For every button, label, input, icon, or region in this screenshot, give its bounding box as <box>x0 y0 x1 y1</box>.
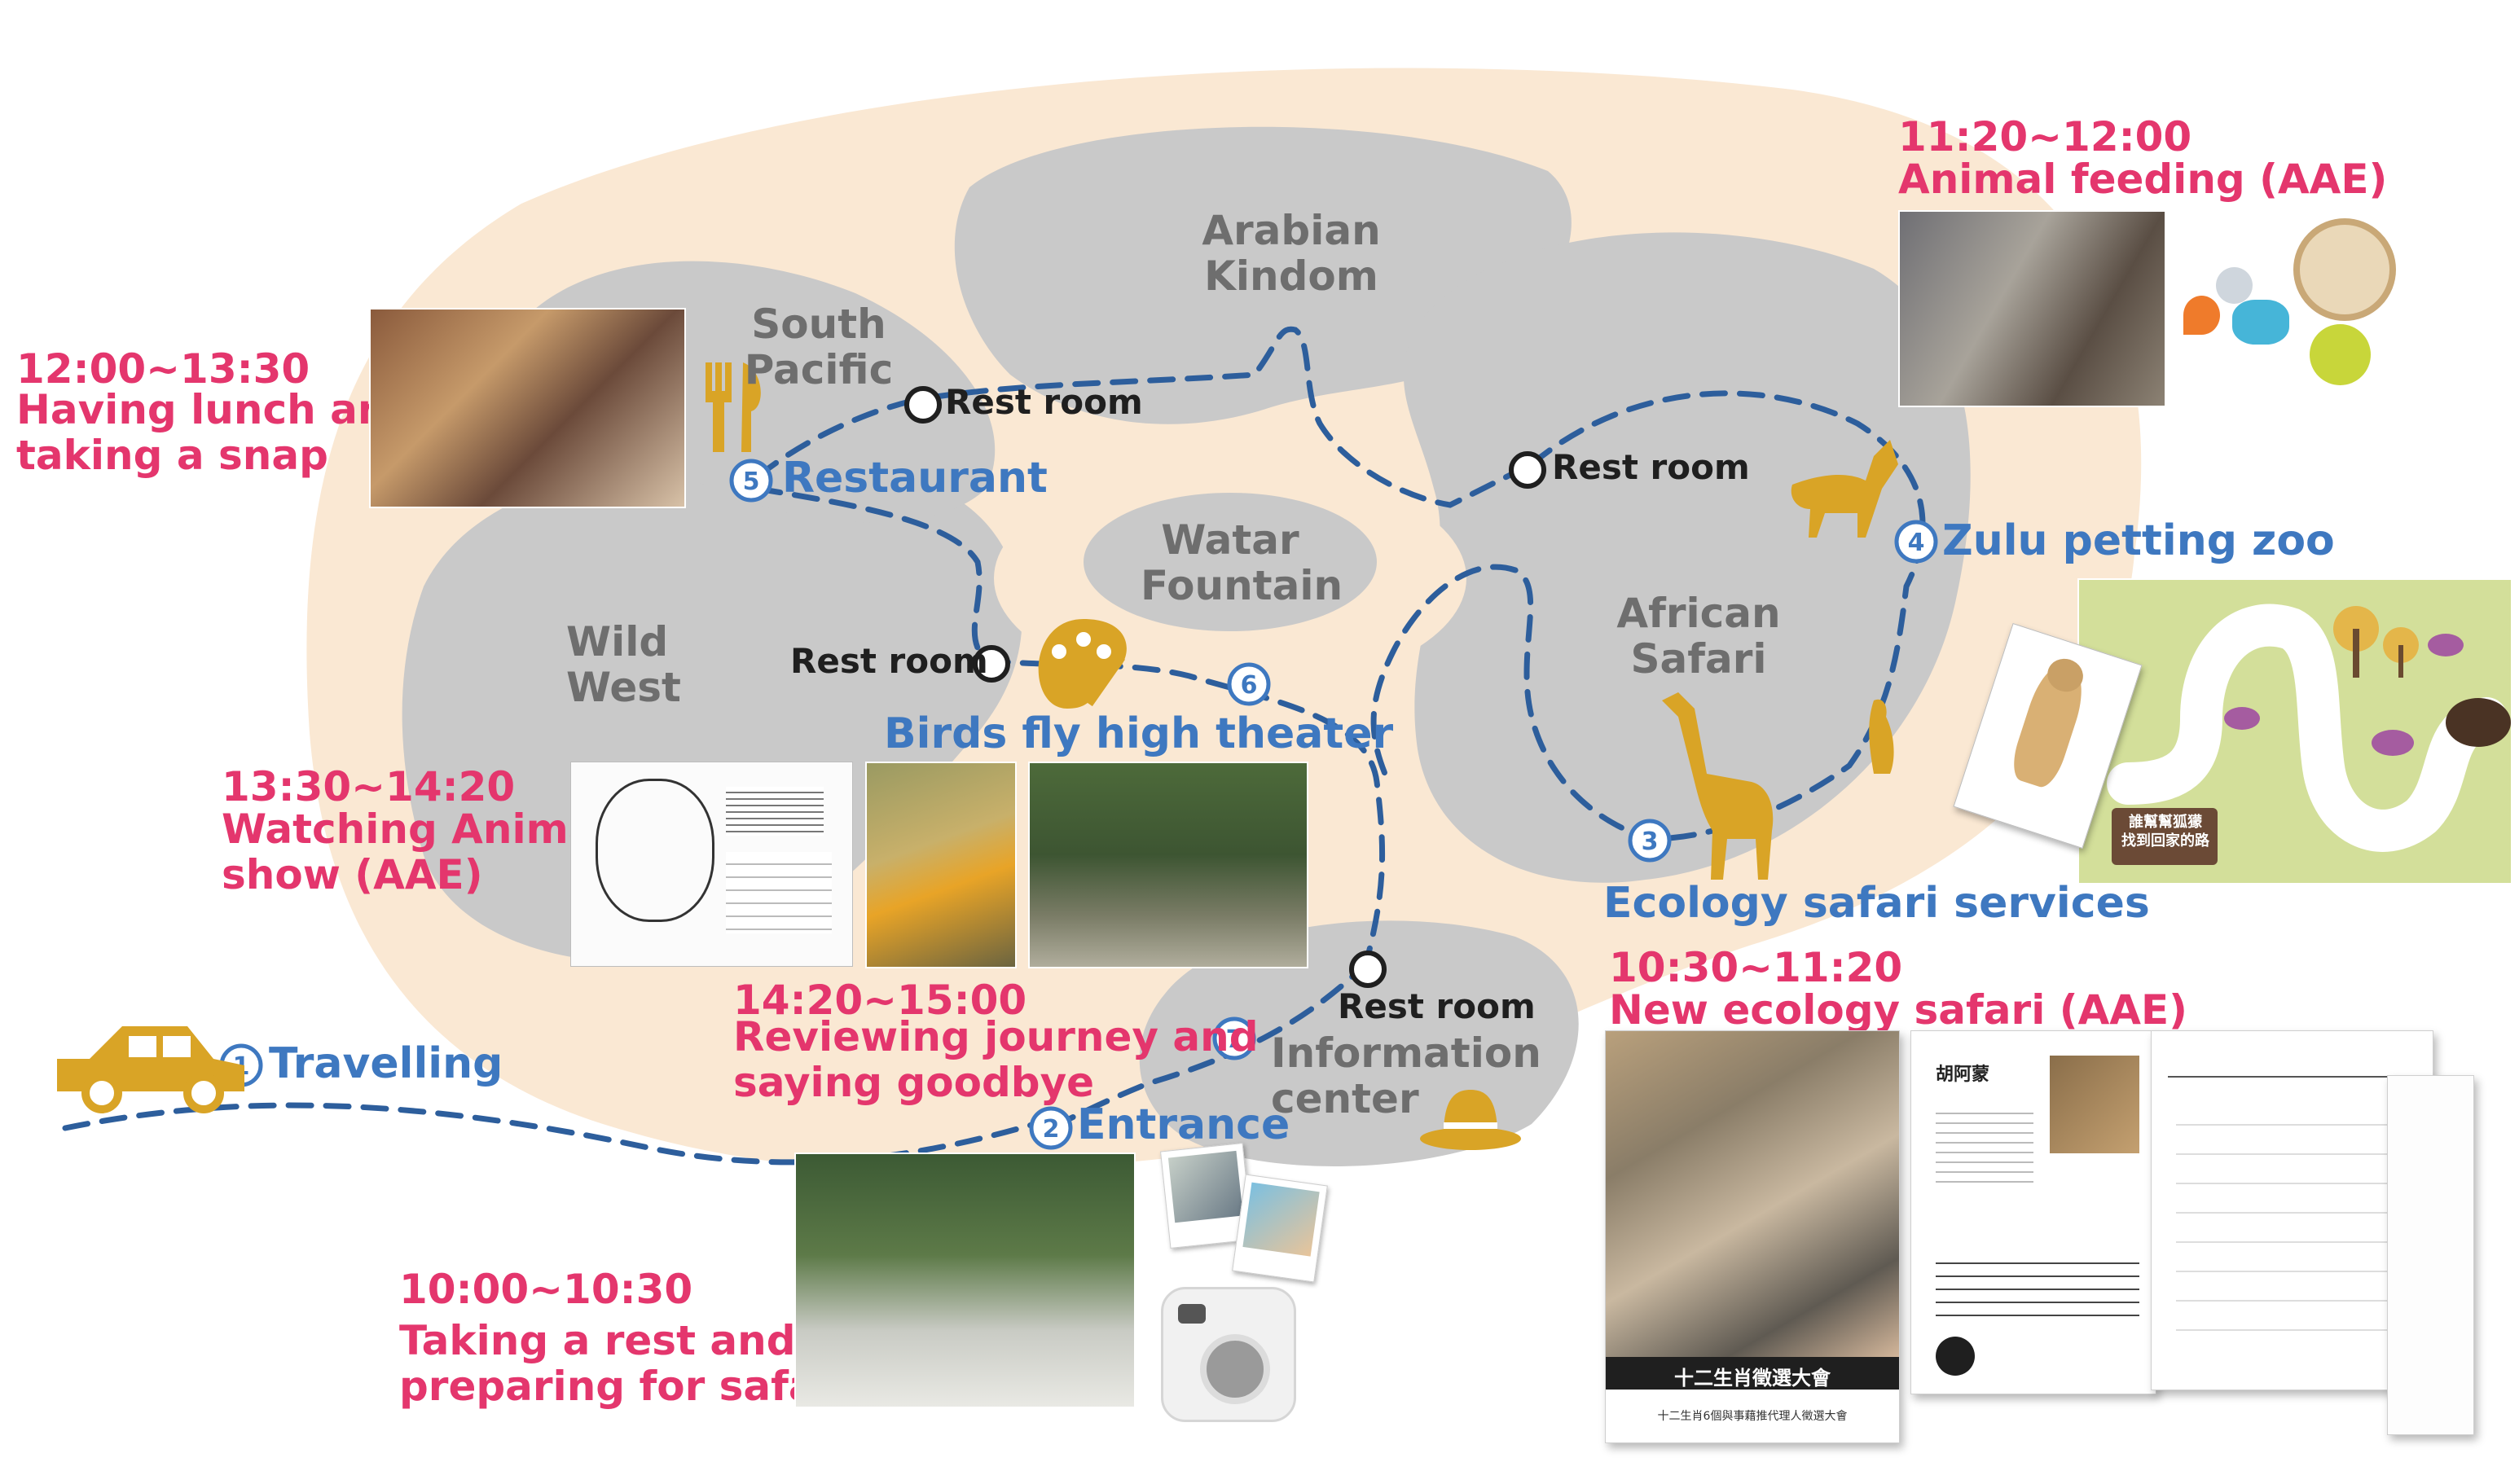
schedule-activity-5: Watching Animal show (AAE) <box>222 806 610 898</box>
game-board-sign: 誰幫幫狐獴 找到回家的路 <box>2121 814 2209 850</box>
camera-icon <box>1161 1287 1296 1422</box>
zone-african-safari-area <box>1403 232 1971 883</box>
schedule-activity-4: Having lunch and taking a snap <box>16 386 415 479</box>
rest-room-label: Rest room <box>790 641 988 681</box>
animal-worksheet <box>570 762 853 967</box>
stop-number: 5 <box>743 468 760 496</box>
schedule-time-5: 13:30~14:20 <box>222 763 516 810</box>
stop-marker-5: 5 <box>729 459 773 503</box>
stop-marker-3: 3 <box>1628 819 1672 863</box>
schedule-activity-3: Animal feeding (AAE) <box>1898 156 2388 203</box>
stop-marker-2: 2 <box>1029 1106 1073 1150</box>
zone-label-south-pacific: South Pacific <box>744 301 894 393</box>
stop-number: 6 <box>1241 671 1258 700</box>
lunch-photo <box>369 308 686 508</box>
booklet-title-band <box>1606 1357 1899 1390</box>
rest-room-markers <box>904 386 1546 988</box>
stop-marker-7: 7 <box>1212 1016 1256 1060</box>
rest-room-marker <box>904 386 942 424</box>
rest-room-marker <box>1349 951 1387 988</box>
stop-label-birds-theater: Birds fly high theater <box>884 709 1394 758</box>
worksheet-photo <box>2050 1056 2139 1153</box>
path-exit-segment <box>1048 958 1372 1131</box>
booklet-cover-title: 十二生肖徵選大會 <box>1674 1367 1831 1390</box>
horse-icon <box>1791 440 1898 538</box>
palette-icon <box>1038 619 1127 709</box>
stop-label-zulu-petting-zoo: Zulu petting zoo <box>1942 516 2335 565</box>
animal-feeding-photo <box>1898 210 2166 407</box>
zone-label-african-safari: African Safari <box>1616 590 1781 683</box>
bird-show-photo <box>865 762 1017 968</box>
polaroid-photo-2 <box>1232 1174 1328 1283</box>
car-icon <box>57 1026 244 1113</box>
feeding-toys-image <box>2175 210 2396 397</box>
giraffe-icon <box>1662 692 1774 880</box>
stop-number: 2 <box>1043 1115 1060 1144</box>
schedule-activity-6: Reviewing journey and saying goodbye <box>733 1013 1259 1106</box>
schedule-time-1: 10:00~10:30 <box>399 1266 693 1313</box>
zone-label-arabian: Arabian Kindom <box>1202 207 1381 300</box>
fork-knife-icon <box>706 362 761 452</box>
safari-booklet-cover: 十二生肖徵選大會 十二生肖6個與事藉推代理人徵選大會 <box>1605 1030 1900 1443</box>
stop-marker-4: 4 <box>1894 520 1938 564</box>
stop-label-restaurant: Restaurant <box>782 454 1048 503</box>
meerkat-icon <box>1869 699 1894 774</box>
schedule-time-4: 12:00~13:30 <box>16 345 310 393</box>
rest-room-label: Rest room <box>945 382 1143 422</box>
stop-marker-6: 6 <box>1227 662 1271 706</box>
rest-room-label: Rest room <box>1338 986 1536 1026</box>
schedule-activity-1: Taking a rest and preparing for safari <box>399 1317 851 1410</box>
stop-label-ecology-safari: Ecology safari services <box>1603 879 2150 928</box>
stop-number: 4 <box>1908 529 1925 557</box>
zone-label-information-center: Information center <box>1271 1030 1541 1122</box>
rest-room-label: Rest room <box>1552 447 1750 487</box>
worksheet-heading: 胡阿蒙 <box>1936 1065 1990 1085</box>
safari-worksheet-page-2 <box>2151 1030 2433 1390</box>
entrance-rest-area-photo <box>794 1153 1136 1408</box>
zone-label-wild-west: Wild West <box>566 618 681 711</box>
theater-photo <box>1028 762 1308 968</box>
stop-number: 3 <box>1642 828 1659 856</box>
hat-icon <box>1420 1090 1521 1150</box>
zone-label-water-fountain: Watar Fountain <box>1141 516 1343 609</box>
rest-room-marker <box>1509 451 1546 489</box>
stop-label-travelling: Travelling <box>269 1039 503 1088</box>
water-fountain-area <box>1084 493 1377 631</box>
safari-worksheet-page-3 <box>2387 1075 2474 1435</box>
safari-worksheet-page-1: 胡阿蒙 <box>1910 1030 2156 1394</box>
schedule-activity-2: New ecology safari (AAE) <box>1609 986 2187 1034</box>
schedule-time-6: 14:20~15:00 <box>733 977 1027 1024</box>
booklet-cover-subtitle: 十二生肖6個與事藉推代理人徵選大會 <box>1657 1410 1848 1423</box>
schedule-time-3: 11:20~12:00 <box>1898 113 2192 160</box>
game-board-path <box>2107 604 2511 865</box>
booklet-illustration <box>1606 1031 1899 1357</box>
petting-zoo-game-board: 誰幫幫狐獴 找到回家的路 <box>2077 578 2512 885</box>
stop-number: 7 <box>1226 1025 1243 1054</box>
schedule-time-2: 10:30~11:20 <box>1609 944 1903 991</box>
stop-label-entrance: Entrance <box>1077 1100 1290 1149</box>
rest-room-marker <box>973 645 1010 683</box>
